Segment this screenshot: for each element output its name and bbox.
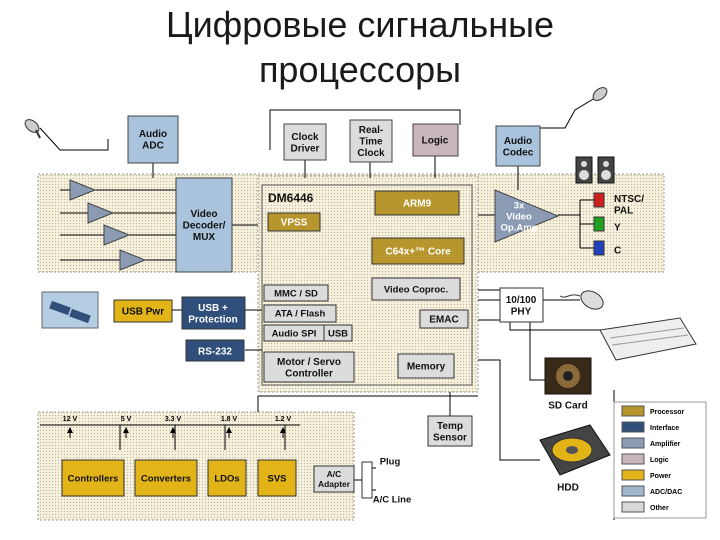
- converters-label: Converters: [141, 473, 191, 484]
- hdd-icon: [539, 424, 611, 476]
- microphone-right-icon: [592, 87, 608, 101]
- rs232-label: RS-232: [198, 347, 232, 358]
- legend-swatch: [621, 405, 645, 417]
- legend-label: Amplifier: [650, 441, 681, 448]
- voltage-label: 5 V: [121, 416, 132, 423]
- mouse-icon: [559, 290, 604, 310]
- video-coproc-label: Video Coproc.: [384, 284, 448, 295]
- video-coproc-box: [371, 277, 461, 301]
- ata-flash-label: ATA / Flash: [275, 308, 326, 319]
- audio-spi-label: Audio SPI: [272, 328, 317, 339]
- dm6446-box: [261, 184, 473, 386]
- usb-label: USB: [328, 328, 348, 339]
- title-line-1: Цифровые сигнальные: [165, 4, 555, 45]
- usb-protection-box: [181, 296, 246, 330]
- controllers-label: Controllers: [68, 473, 119, 484]
- dm6446-label: DM6446: [268, 191, 314, 205]
- legend-swatch: [621, 437, 645, 449]
- logic-box: [412, 123, 459, 157]
- ldos-box: [207, 459, 247, 497]
- legend-swatch: [621, 485, 645, 497]
- c-output-label: C: [614, 246, 621, 257]
- usb-pwr-box: [113, 299, 173, 323]
- ata-flash-box: [263, 304, 337, 323]
- legend-swatch: [621, 501, 645, 513]
- ac-line-label: A/C Line: [373, 494, 412, 505]
- voltage-label: 3.3 V: [165, 416, 182, 423]
- arm9-label: ARM9: [403, 199, 432, 210]
- legend-label: ADC/DAC: [650, 489, 682, 496]
- video-decoder-box: [175, 177, 233, 273]
- rs232-box: [185, 339, 245, 362]
- usb-pwr-label: USB Pwr: [122, 307, 164, 318]
- converters-box: [134, 459, 198, 497]
- arm9-box: [374, 190, 460, 216]
- legend-swatch: [621, 469, 645, 481]
- vpss-label: VPSS: [281, 218, 308, 229]
- svs-box: [257, 459, 297, 497]
- usb-protection-label: USB +Protection: [188, 303, 237, 326]
- microphone-icon: [24, 119, 41, 139]
- title-line-2: процессоры: [258, 49, 462, 90]
- temp-sensor-box: [427, 415, 473, 447]
- ac-adapter-box: [313, 465, 355, 493]
- mmc-sd-box: [263, 284, 329, 302]
- mmc-sd-label: MMC / SD: [274, 288, 318, 299]
- c64x-core-box: [371, 237, 465, 265]
- y-output-label: Y: [614, 223, 621, 234]
- legend-swatch: [621, 453, 645, 465]
- vpss-box: [267, 212, 321, 232]
- memory-label: Memory: [407, 362, 446, 373]
- legend-label: Other: [650, 505, 669, 512]
- keyboard-icon: [599, 317, 697, 361]
- legend-frame: [613, 401, 707, 519]
- voltage-label: 12 V: [63, 416, 78, 423]
- svs-label: SVS: [267, 473, 286, 484]
- voltage-arrows: [67, 427, 286, 438]
- voltage-label: 1.2 V: [275, 416, 292, 423]
- sd-card-icon: [544, 357, 592, 395]
- legend-label: Power: [650, 473, 671, 480]
- legend: ProcessorInterfaceAmplifierLogicPowerADC…: [621, 405, 685, 513]
- plug-icon: [361, 461, 373, 499]
- c64x-core-label: C64x+™ Core: [385, 247, 451, 258]
- video-output-jacks: [593, 192, 605, 256]
- input-amplifiers: [69, 179, 147, 271]
- voltage-label: 1.8 V: [221, 416, 238, 423]
- legend-swatch: [621, 421, 645, 433]
- motor-servo-box: [263, 351, 355, 383]
- sd-card-label: SD Card: [548, 401, 587, 412]
- controllers-box: [61, 459, 125, 497]
- emac-label: EMAC: [429, 315, 458, 326]
- logic-label: Logic: [422, 136, 449, 147]
- usb-flash-drives-icon: [41, 291, 99, 329]
- ntsc-pal-label: NTSC/PAL: [614, 194, 644, 217]
- hdd-label: HDD: [557, 483, 579, 494]
- legend-label: Interface: [650, 425, 679, 432]
- legend-label: Processor: [650, 409, 685, 416]
- legend-label: Logic: [650, 457, 669, 464]
- audio-codec-box: [495, 125, 541, 167]
- memory-box: [397, 353, 455, 379]
- video-opamp-triangle: [494, 189, 560, 243]
- emac-box: [419, 309, 469, 329]
- speakers-icon: [575, 156, 615, 184]
- plug-label: Plug: [380, 456, 401, 467]
- ldos-label: LDOs: [214, 473, 239, 484]
- usb-box: [323, 324, 353, 342]
